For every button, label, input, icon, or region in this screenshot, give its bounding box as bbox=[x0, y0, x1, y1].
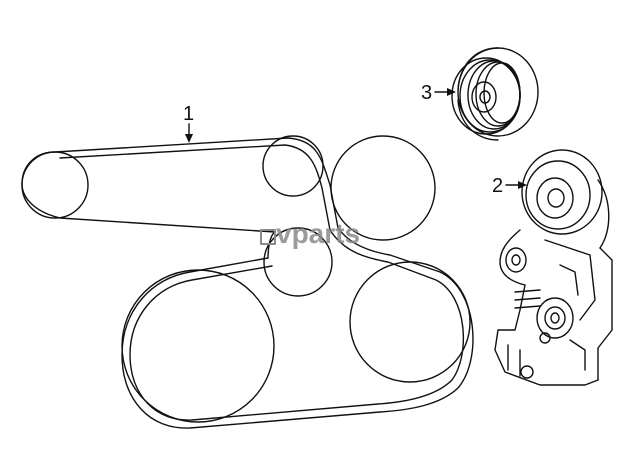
right-lower-pulley bbox=[349, 261, 471, 383]
belt-tensioner bbox=[494, 149, 613, 386]
callout-1: 1 bbox=[183, 103, 194, 143]
callout-3: 3 bbox=[421, 82, 456, 104]
left-pulley bbox=[21, 151, 89, 219]
serpentine-belt bbox=[21, 137, 474, 429]
callout-1-label: 1 bbox=[183, 103, 194, 125]
right-upper-pulley bbox=[330, 135, 436, 241]
upper-pulley bbox=[262, 135, 324, 197]
crankshaft-pulley bbox=[121, 269, 275, 423]
callout-3-label: 3 bbox=[421, 82, 432, 104]
middle-idler-pulley bbox=[263, 227, 333, 297]
idler-pulley bbox=[451, 47, 539, 141]
vparts-logo-icon bbox=[260, 229, 276, 245]
watermark-text: vparts bbox=[276, 218, 360, 249]
callout-2-label: 2 bbox=[492, 175, 503, 197]
vparts-watermark: vparts bbox=[260, 218, 360, 249]
callout-2: 2 bbox=[492, 175, 527, 197]
